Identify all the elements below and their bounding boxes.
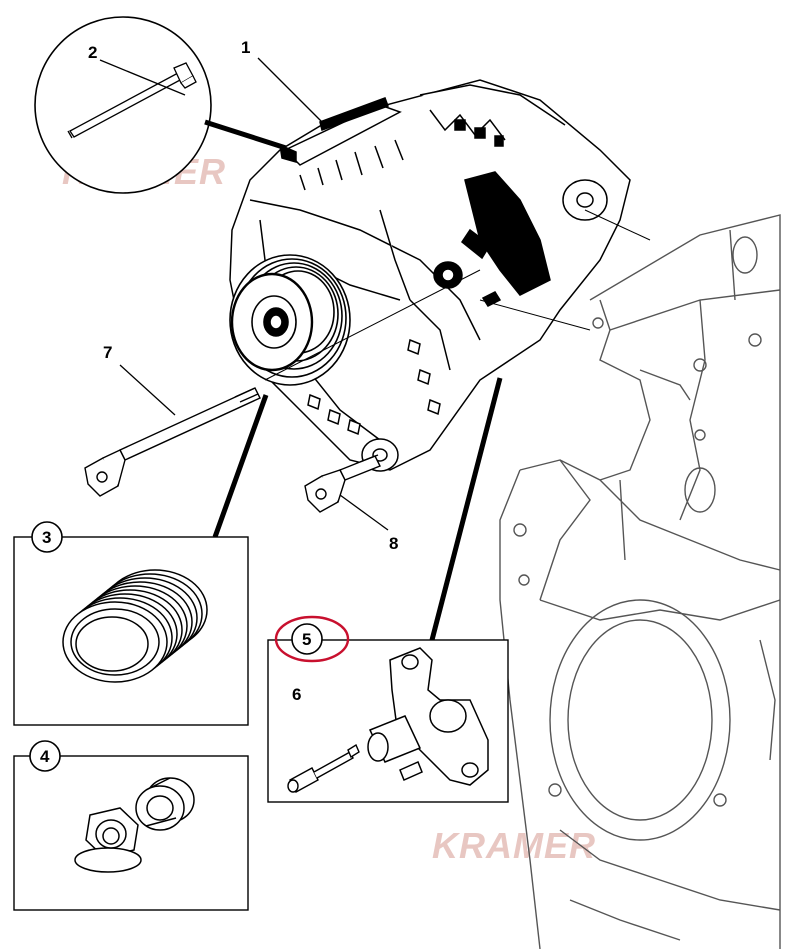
callout-2: 2 [88,43,97,62]
callout-badge-4 [29,740,61,772]
detail-box-3: 3 [13,521,249,726]
pulley-3 [62,569,208,683]
callout-7: 7 [103,343,112,362]
brush-6 [287,743,360,793]
alternator-1 [229,79,631,472]
flange-nut-4 [74,807,142,873]
leader-1 [257,57,326,126]
pointer-5 [429,377,503,641]
callout-8: 8 [389,534,398,553]
assembly-axis-lines [264,209,651,381]
spacer-4 [135,777,195,831]
leader-8 [339,494,389,531]
bolt-8 [304,454,381,513]
leader-7 [119,364,176,416]
callout-5-highlight [274,615,350,663]
callout-4: 4 [40,747,50,766]
detail-box-5: 5 6 [267,615,509,803]
callout-3: 3 [42,528,51,547]
pointer-3 [212,394,269,538]
pointer-inset-2 [204,119,287,151]
regulator-5 [367,647,489,786]
alternator-pulley [229,254,351,386]
callout-badge-3 [31,521,63,553]
engine-block [499,214,781,949]
callout-1: 1 [241,38,250,57]
callout-badge-5 [291,623,323,655]
callout-6: 6 [292,685,301,704]
detail-box-4: 4 [13,740,249,911]
bolt-2 [67,62,197,139]
callout-5: 5 [302,630,311,649]
bolt-7 [84,387,261,497]
leader-2 [99,59,186,96]
detail-pointers [212,377,503,641]
callout-2-inset [34,16,287,194]
watermark-kramer-bottom: KRAMER [432,825,596,866]
